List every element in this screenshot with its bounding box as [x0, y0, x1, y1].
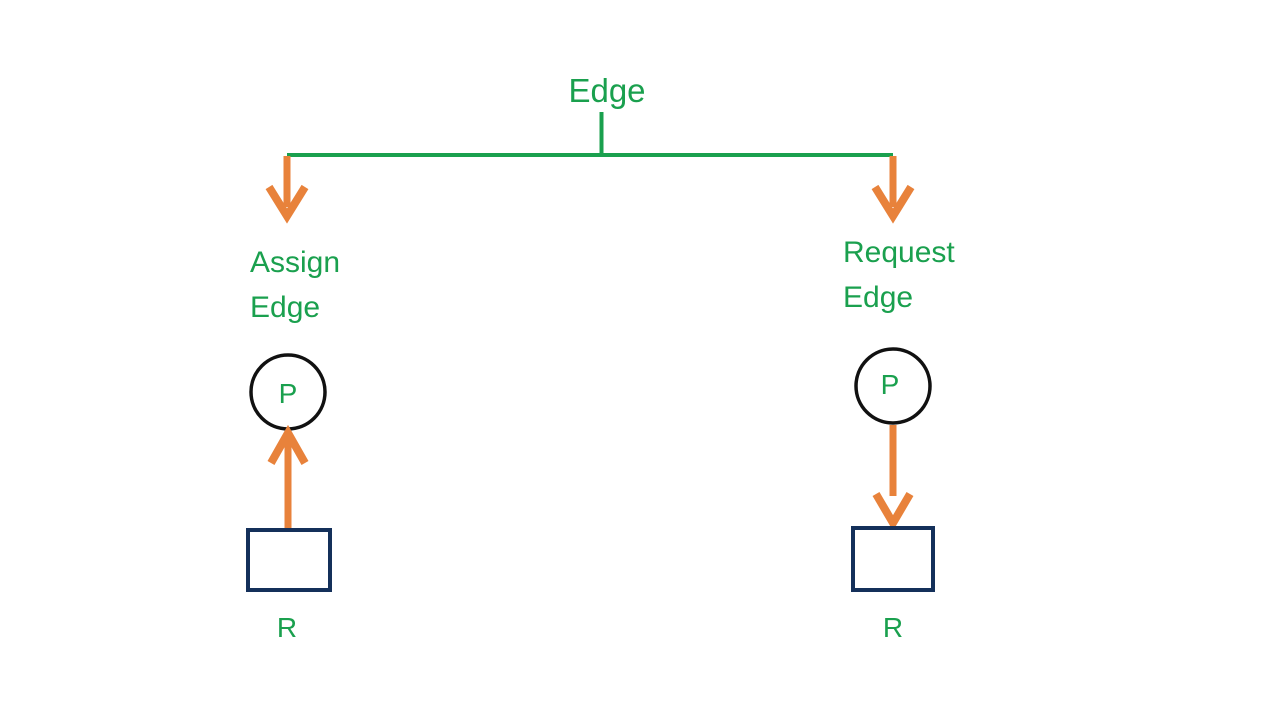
assign-edge-label: Assign Edge: [250, 240, 340, 330]
assign-resource-label: R: [276, 612, 298, 643]
request-edge-label-line2: Edge: [843, 281, 914, 314]
request-edge-arrow-icon: [872, 425, 914, 531]
left-branch-arrow-icon: [265, 156, 309, 224]
request-resource-node: [851, 526, 935, 592]
request-process-label: P: [880, 369, 900, 400]
request-edge-label: Request Edge: [843, 230, 955, 320]
assign-process-label: P: [278, 378, 298, 409]
diagram-title: Edge: [568, 72, 646, 109]
assign-edge-label-line2: Edge: [250, 291, 321, 324]
right-branch-arrow-icon: [871, 156, 915, 224]
request-resource-label: R: [882, 612, 904, 643]
assign-resource-node: [246, 528, 332, 592]
request-process-node: [854, 347, 932, 425]
request-edge-label-line1: Request: [843, 236, 955, 269]
assign-edge-label-line1: Assign: [250, 246, 341, 279]
